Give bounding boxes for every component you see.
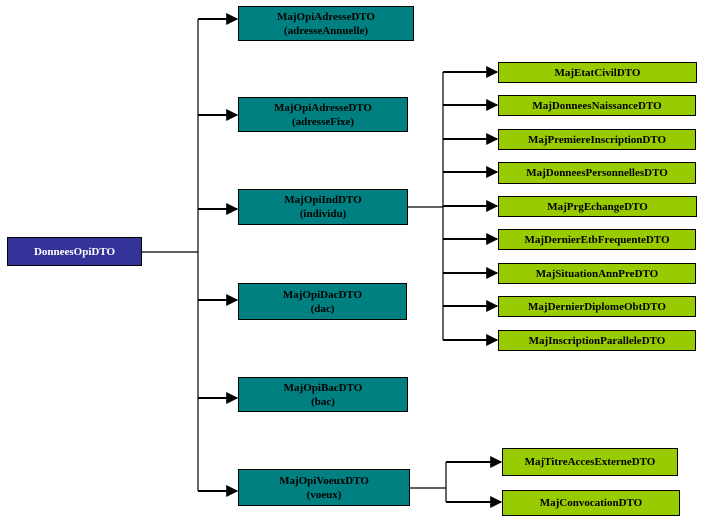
node-title: MajOpiIndDTO: [284, 194, 362, 206]
node-subtitle: (voeux): [306, 488, 342, 501]
node-title: MajDonneesPersonnellesDTO: [526, 167, 668, 179]
node-title: MajOpiAdresseDTO: [274, 101, 372, 114]
node-premiere-inscription: MajPremiereInscriptionDTO: [498, 129, 696, 150]
node-subtitle: (bac): [311, 395, 335, 408]
node-titre-acces-externe: MajTitreAccesExterneDTO: [502, 448, 678, 476]
node-title: MajOpiBacDTO: [283, 381, 363, 394]
node-etat-civil: MajEtatCivilDTO: [498, 62, 697, 83]
node-donnees-personnelles: MajDonneesPersonnellesDTO: [498, 162, 696, 184]
node-prg-echange: MajPrgEchangeDTO: [498, 196, 697, 217]
node-adresse-annuelle: MajOpiAdresseDTO (adresseAnnuelle): [238, 6, 414, 41]
node-title: MajDonneesNaissanceDTO: [532, 99, 662, 112]
node-voeux: MajOpiVoeuxDTO (voeux): [238, 469, 410, 506]
node-donnees-naissance: MajDonneesNaissanceDTO: [498, 95, 696, 116]
node-subtitle: (adresseAnnuelle): [283, 24, 369, 37]
node-title: MajOpiAdresseDTO: [277, 10, 375, 23]
node-inscription-parallele: MajInscriptionParalleleDTO: [498, 330, 696, 351]
node-title: MajEtatCivilDTO: [554, 66, 641, 79]
node-title: MajInscriptionParalleleDTO: [528, 334, 666, 347]
node-bac: MajOpiBacDTO (bac): [238, 377, 408, 412]
node-situation-ann-pre: MajSituationAnnPreDTO: [498, 263, 696, 284]
node-title: MajTitreAccesExterneDTO: [524, 456, 656, 468]
node-title: MajConvocationDTO: [539, 497, 643, 509]
node-title: MajOpiVoeuxDTO: [279, 474, 369, 487]
node-title: MajOpiDacDTO: [282, 288, 363, 301]
root-node: DonneesOpiDTO: [7, 237, 142, 266]
node-adresse-fixe: MajOpiAdresseDTO (adresseFixe): [238, 97, 408, 132]
node-subtitle: (dac): [310, 302, 335, 315]
node-dernier-etb-frequente: MajDernierEtbFrequenteDTO: [498, 229, 696, 250]
node-dernier-diplome-obt: MajDernierDiplomeObtDTO: [498, 296, 696, 317]
node-subtitle: (individu): [299, 208, 347, 220]
node-individu: MajOpiIndDTO (individu): [238, 189, 408, 225]
node-title: MajDernierEtbFrequenteDTO: [524, 233, 670, 246]
root-label: DonneesOpiDTO: [33, 245, 116, 258]
node-dac: MajOpiDacDTO (dac): [238, 283, 407, 320]
node-title: MajPrgEchangeDTO: [547, 200, 648, 213]
node-convocation: MajConvocationDTO: [502, 490, 680, 516]
node-title: MajDernierDiplomeObtDTO: [528, 300, 666, 313]
node-title: MajSituationAnnPreDTO: [535, 267, 659, 280]
node-subtitle: (adresseFixe): [291, 115, 355, 128]
node-title: MajPremiereInscriptionDTO: [527, 133, 667, 146]
